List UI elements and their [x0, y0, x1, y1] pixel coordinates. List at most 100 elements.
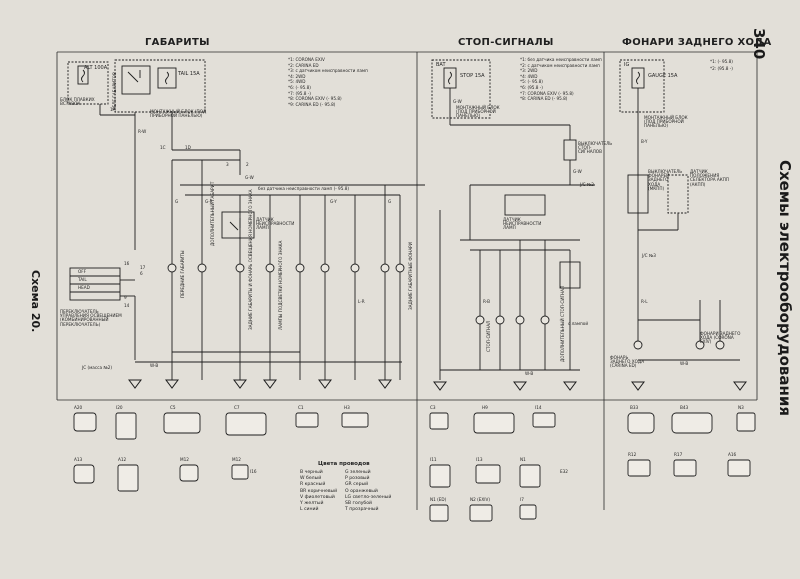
wire-label: R-B	[483, 299, 490, 304]
note: *4: 2WD	[288, 73, 306, 79]
wire-label: L-R	[358, 299, 365, 304]
stop-sensor-label: ДАТЧИК НЕИСПРАВНОСТИ ЛАМП	[503, 217, 542, 231]
connector-label: R12	[628, 452, 637, 457]
wire-label: G-W	[573, 169, 582, 174]
note: *1: (- 95.8)	[710, 59, 733, 64]
reverse-switch-mt-label: ВЫКЛЮЧАТЕЛЬ ФОНАРЕЙ ЗАДНЕГО ХОДА (МКПП)	[648, 169, 683, 191]
connector-label: M12	[180, 457, 189, 462]
wire-label: B-Y	[641, 139, 648, 144]
fuse-ig-label: IG	[624, 62, 630, 68]
note: *5: 4WD	[288, 79, 306, 85]
connector-label: A12	[118, 457, 127, 462]
jc-label: JC (масса №2)	[82, 365, 113, 370]
pin-label: 1C	[160, 145, 166, 150]
wire-label: R-L	[641, 299, 648, 304]
switch-state-head: HEAD	[78, 285, 90, 290]
fuse-alt-label: ALT 100A	[84, 65, 108, 71]
note: *8: CORONA EXIV (- 95.8)	[288, 96, 342, 102]
lamp-plate-label: ЛАМПЫ ПОДСВЕТКИ НОМЕРНОГО ЗНАКА	[278, 240, 283, 330]
mount-block-label: МОНТАЖНЫЙ БЛОК (ПОД ПРИБОРНОЙ ПАНЕЛЬЮ)	[150, 109, 207, 119]
note: *2: с датчиком неисправности ламп	[520, 62, 600, 68]
connector-label: N2 (EXIV)	[470, 497, 491, 502]
stop-jc-label: J/C №2	[580, 182, 594, 187]
section-reverse-title: ФОНАРИ ЗАДНЕГО ХОДА	[622, 37, 772, 48]
reverse-switch-at-label: ДАТЧИК ПОЛОЖЕНИЯ СЕЛЕКТОРА АКПП (АКПП)	[690, 169, 730, 187]
pin-label: 9	[124, 295, 127, 300]
wire-label: W-B	[680, 361, 689, 366]
connector-shapes	[73, 412, 756, 522]
note: *3: с датчиком неисправности ламп	[288, 68, 368, 74]
connector-label: N1	[520, 457, 526, 462]
note: *6: (- 95.8)	[288, 84, 311, 90]
note: *7: CORONA EXIV (- 95.8)	[520, 90, 574, 96]
scheme-label: Схема 20.	[29, 270, 42, 333]
pin-label: 14	[124, 303, 130, 308]
pin-label: 17	[140, 265, 146, 270]
note: *8: CARINA ED (- 95.8)	[520, 96, 568, 102]
gabarity-notes: *1: CORONA EXIV *2: CARINA ED *3: с датч…	[288, 57, 368, 107]
legend-col-1: B черный W белый R красный BR коричневый…	[300, 470, 337, 513]
gabarity-wiring	[67, 59, 425, 380]
legend-item: P розовый	[345, 476, 370, 482]
pin-label: 16	[124, 261, 130, 266]
gabarity-lamps	[167, 263, 405, 273]
stop-lamps	[475, 315, 550, 325]
stop-lamp-label: СТОП-СИГНАЛ	[486, 320, 491, 352]
stop-grounds	[433, 381, 577, 391]
legend-item: LG светло-зеленый	[345, 494, 392, 500]
note: *1: без датчика неисправности ламп	[520, 57, 602, 62]
wire-label: W-B	[525, 371, 534, 376]
side-title: Схемы электрооборудования	[776, 160, 794, 417]
reverse-jc-label: J/C №3	[642, 253, 656, 258]
wire-label: G-W	[453, 99, 462, 104]
stop-wiring	[431, 59, 595, 380]
wire-label: G	[388, 199, 392, 204]
note: *9: CARINA ED (- 95.8)	[288, 101, 336, 107]
legend-item: Y желтый	[300, 501, 324, 507]
connector-label: I20	[116, 405, 123, 410]
pin-label: 1D	[185, 145, 191, 150]
switch-label: ПЕРЕКЛЮЧАТЕЛЬ УПРАВЛЕНИЯ ОСВЕЩЕНИЕМ (КОМ…	[60, 309, 122, 327]
connector-label: N1 (ED)	[430, 497, 447, 502]
lamp-front-label: ПЕРЕДНИЕ ГАБАРИТЫ	[180, 250, 185, 298]
connector-label: B33	[630, 405, 639, 410]
legend-col-2: G зеленый P розовый GR серый O оранжевый…	[345, 470, 391, 513]
pin-label: 3	[226, 162, 229, 167]
pin-label: 2	[246, 162, 249, 167]
note: *6: (95.8 -)	[520, 84, 543, 90]
legend-item: V фиолетовый	[300, 494, 335, 500]
note: *3: 2WD	[520, 68, 538, 74]
sensor-label: ДАТЧИК НЕИСПРАВНОСТИ ЛАМП	[256, 217, 295, 231]
connector-label: C1	[298, 405, 304, 410]
wire-label: G-Y	[330, 199, 337, 204]
wire-label: G	[175, 199, 179, 204]
connector-label: C5	[170, 405, 176, 410]
connector-label: I7	[520, 497, 524, 502]
connector-label: C7	[234, 405, 240, 410]
connector-label: A13	[74, 457, 83, 462]
fuse-gauge-label: GAUGE 15A	[648, 73, 678, 79]
wire-label: R-W	[138, 129, 147, 134]
legend-title: Цвета проводов	[318, 461, 370, 467]
reverse-wiring	[619, 59, 740, 361]
legend-item: GR серый	[345, 482, 369, 488]
connector-label: I14	[535, 405, 542, 410]
legend-item: G зеленый	[345, 470, 371, 475]
lamp-rear-label: ЗАДНИЕ ГАБАРИТЫ И ФОНАРЬ ОСВЕЩЕНИЯ НОМЕР…	[248, 189, 253, 330]
connector-label: A20	[74, 405, 83, 410]
wire-label: G-W	[245, 175, 254, 180]
pin-label: 1A	[110, 107, 116, 112]
connector-label: I13	[476, 457, 483, 462]
legend-item: B черный	[300, 470, 323, 475]
legend-item: BR коричневый	[300, 488, 338, 494]
stop-mount-block-label: МОНТАЖНЫЙ БЛОК (ПОД ПРИБОРНОЙ ПАНЕЛЬЮ)	[456, 105, 500, 119]
relay-label: РЕЛЕ ГАБАРИТОВ	[112, 72, 117, 110]
section-gabarity-title: ГАБАРИТЫ	[145, 37, 210, 48]
note: *5: (- 95.8)	[520, 79, 543, 85]
lamp-extra-label: ДОПОЛНИТЕЛЬНЫЙ ГАБАРИТ	[210, 181, 215, 246]
fuse-bat-label: BAT	[436, 62, 446, 68]
switch-state-tail: TAIL	[78, 277, 87, 282]
connector-label: H3	[344, 405, 350, 410]
legend-item: W белый	[300, 476, 322, 482]
